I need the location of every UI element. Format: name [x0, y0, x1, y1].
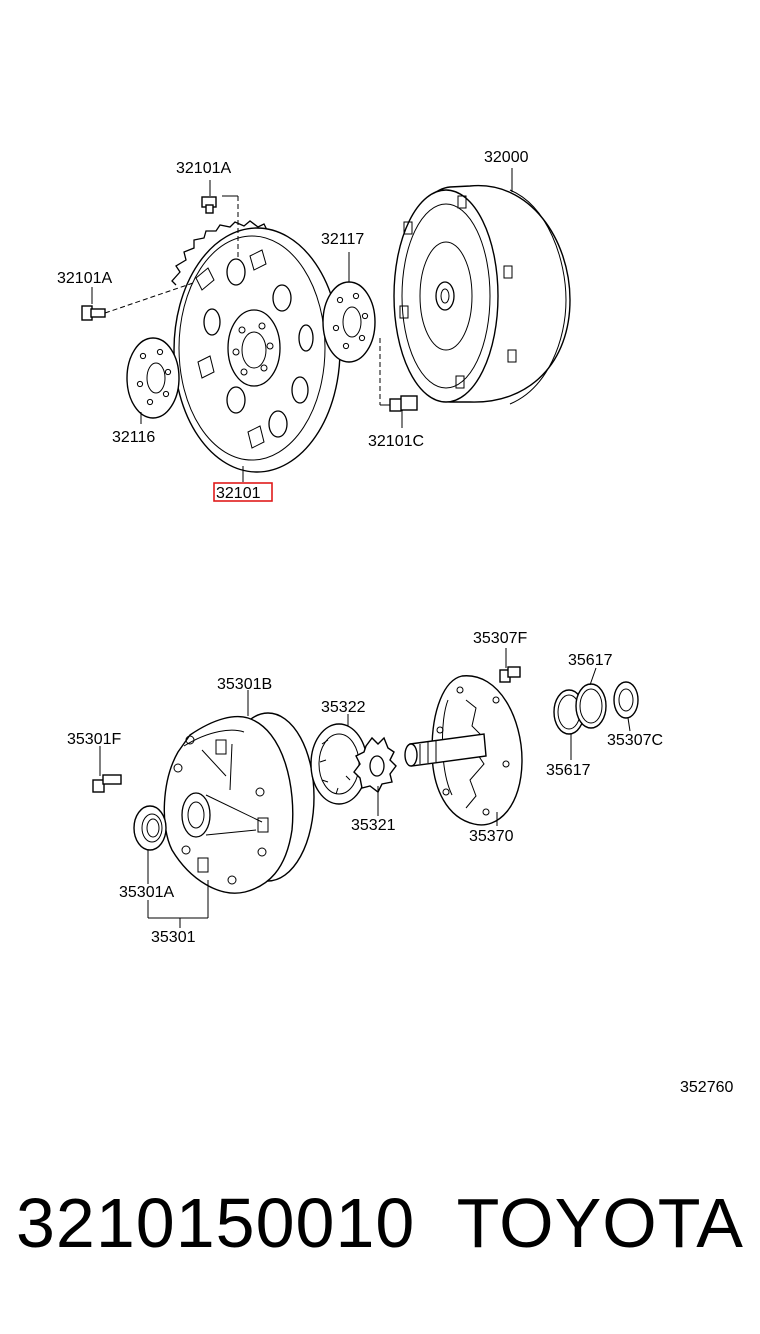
callout-label: 35321 [351, 817, 396, 834]
bearing-35307C[interactable] [613, 681, 639, 719]
callout-label: 35301F [67, 731, 121, 748]
callout-label-highlighted[interactable]: 32101 [216, 485, 261, 502]
leader-lines-upper [91, 168, 513, 482]
bolt-35301F[interactable] [92, 774, 122, 793]
stator-shaft-35370[interactable] [404, 675, 523, 826]
footer-brand: TOYOTA [456, 1184, 744, 1262]
callout-label: 32117 [321, 231, 364, 248]
footer-part-number: 3210150010 [16, 1184, 416, 1262]
bolt-32101C[interactable] [389, 395, 418, 412]
callout-label: 35307F [473, 630, 527, 647]
callout-label: 35301A [119, 884, 174, 901]
callout-label: 35301 [151, 929, 196, 946]
footer: 3210150010 TOYOTA [0, 1180, 760, 1290]
bolt-32101A-left[interactable] [81, 305, 106, 321]
spacer-plate-32117[interactable] [322, 281, 376, 363]
callout-label: 35301B [217, 676, 272, 693]
drive-gear-35321[interactable] [353, 736, 397, 794]
leader-lines-lower [99, 648, 631, 928]
drive-plate-32101[interactable] [171, 220, 341, 473]
highlight-box [213, 482, 273, 502]
callout-label: 35617 [546, 762, 591, 779]
callout-label: 35307C [607, 732, 663, 749]
callout-label: 35370 [469, 828, 514, 845]
callout-label: 32101C [368, 433, 424, 450]
parts-diagram: 32101A 32000 32117 32101A 32116 32101C 3… [57, 149, 733, 1096]
callout-label: 32101A [57, 270, 112, 287]
pump-body-35301B[interactable] [163, 712, 315, 894]
figure-number: 352760 [680, 1079, 733, 1096]
bolt-32101A-top[interactable] [201, 196, 217, 214]
spacer-plate-32116[interactable] [126, 337, 180, 419]
driven-gear-35322[interactable] [310, 723, 368, 805]
oil-seal-35301A[interactable] [133, 805, 167, 851]
bolt-35307F[interactable] [499, 666, 521, 683]
callout-label: 32116 [112, 429, 155, 446]
seal-ring-35617-b[interactable] [575, 683, 607, 729]
callout-label: 35617 [568, 652, 613, 669]
callout-label: 32000 [484, 149, 529, 166]
torque-converter-32000[interactable] [393, 185, 571, 405]
callout-label: 35322 [321, 699, 366, 716]
callout-label: 32101A [176, 160, 231, 177]
